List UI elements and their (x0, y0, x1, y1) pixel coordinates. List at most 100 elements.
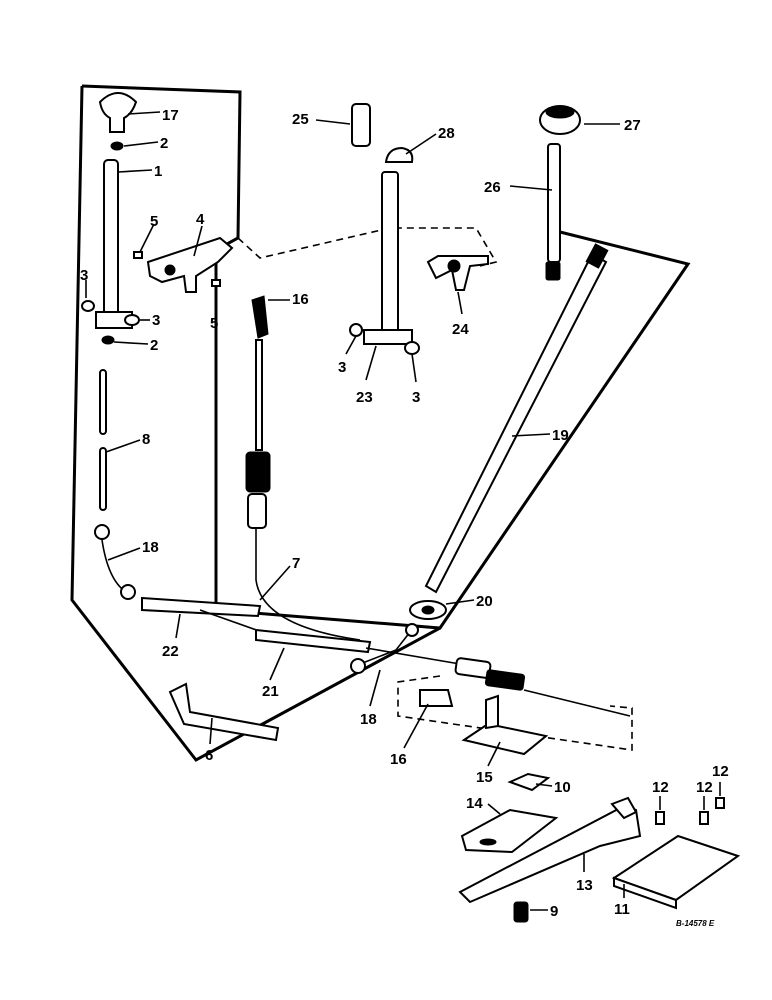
part-24-bracket (426, 255, 489, 291)
callout-9: 9 (550, 903, 558, 920)
callout-4: 4 (196, 211, 205, 228)
part-18-fitting-right (359, 631, 411, 665)
part-12-pin-b (699, 811, 709, 825)
callout-labels: 17 2 1 5 4 3 3 5 2 8 18 22 21 6 16 7 25 … (80, 107, 729, 928)
callout-25: 25 (292, 111, 309, 128)
callout-18-right: 18 (360, 711, 377, 728)
part-23-lever-rod (381, 171, 399, 333)
part-12-pin-c (715, 797, 725, 809)
part-3-bushing-d (404, 341, 420, 355)
callout-23: 23 (356, 389, 373, 406)
part-18-fitting-nut-right (350, 658, 366, 674)
part-3-bushing-a (81, 300, 95, 312)
part-20-grommet-hole (421, 605, 435, 615)
callout-12-c: 12 (712, 763, 729, 780)
drawing-number: B-14578 E (676, 919, 715, 928)
part-14-slot (479, 838, 497, 846)
callout-3-center-right: 3 (412, 389, 420, 406)
part-4-bracket-hole (164, 264, 176, 276)
part-19-rod-clip (585, 243, 609, 269)
callout-20: 20 (476, 593, 493, 610)
part-1-lever-rod (103, 159, 119, 323)
part-3-bushing-b (124, 314, 140, 326)
callout-13: 13 (576, 877, 593, 894)
cable-adjuster-right (484, 669, 526, 691)
part-3-bushing-c (349, 323, 363, 337)
callout-2-lower: 2 (150, 337, 158, 354)
callout-12-a: 12 (652, 779, 669, 796)
part-10-shim (507, 772, 551, 792)
part-7-cable-rod (255, 339, 263, 451)
callout-28: 28 (438, 125, 455, 142)
part-16-clevis-upper (251, 295, 269, 339)
part-17-knob (98, 92, 138, 133)
callout-18-left: 18 (142, 539, 159, 556)
part-24-hole (447, 259, 461, 273)
part-5-pin-lower (211, 279, 221, 287)
part-21-tube (255, 628, 372, 654)
part-28-cap (384, 146, 414, 163)
part-18-fitting-nut-top (94, 524, 110, 540)
part-27-knob-top (545, 105, 575, 119)
callout-6: 6 (205, 747, 213, 764)
part-1-crossbar (95, 311, 133, 329)
part-22-thread (199, 609, 263, 633)
dashed-group-upper (237, 227, 498, 267)
callout-17: 17 (162, 107, 179, 124)
part-18-fitting-nut-bottom (120, 584, 136, 600)
part-12-pin-a (655, 811, 665, 825)
part-2-washer-lower (101, 335, 115, 345)
part-11-plate-edge (613, 876, 677, 910)
callout-12-b: 12 (696, 779, 713, 796)
left-group-outline-lower (70, 85, 441, 762)
part-26-rod (547, 143, 561, 263)
part-23-crossbar (363, 329, 413, 345)
callout-27: 27 (624, 117, 641, 134)
part-9-screw (513, 901, 529, 923)
callout-8: 8 (142, 431, 150, 448)
part-2-washer-upper (110, 141, 124, 151)
part-22-rod (141, 596, 262, 618)
part-25-pin (351, 103, 371, 147)
cable-sleeve-right (454, 657, 492, 679)
cable-end (523, 689, 631, 717)
callout-14: 14 (466, 795, 483, 812)
callout-7: 7 (292, 555, 300, 572)
callout-11: 11 (614, 901, 630, 918)
callout-3-center-left: 3 (338, 359, 346, 376)
part-18-fitting-left (101, 539, 127, 593)
callout-10: 10 (554, 779, 571, 796)
part-16-clevis-lower (419, 689, 454, 707)
part-7-cable-bend (255, 528, 361, 641)
left-group-outline (81, 84, 691, 630)
part-7-cable-sleeve (247, 493, 267, 529)
part-14-bracket (460, 808, 559, 854)
callout-1: 1 (154, 163, 162, 180)
part-18-fitting-nut-upper (405, 623, 419, 637)
cable-long (365, 647, 461, 665)
callout-16-lower: 16 (390, 751, 407, 768)
callout-15: 15 (476, 769, 493, 786)
part-5-pin-upper (133, 251, 143, 259)
callout-21: 21 (262, 683, 279, 700)
callout-16-upper: 16 (292, 291, 309, 308)
part-8-rod-top (99, 369, 107, 435)
part-15-tab (485, 694, 499, 730)
callout-2-upper: 2 (160, 135, 168, 152)
part-6-bracket (168, 682, 280, 742)
callout-5-upper: 5 (150, 213, 158, 230)
part-7-cable-adjuster (245, 451, 271, 493)
callout-5-lower: 5 (210, 315, 218, 332)
part-15-plate (461, 722, 549, 756)
callout-24: 24 (452, 321, 469, 338)
callout-19: 19 (552, 427, 569, 444)
part-13-flange (610, 796, 638, 820)
part-26-rod-end (545, 261, 561, 281)
leader-lines (85, 111, 721, 911)
callout-3-mid: 3 (152, 312, 160, 329)
part-8-rod-bottom (99, 447, 107, 511)
callout-26: 26 (484, 179, 501, 196)
callout-3-left: 3 (80, 267, 88, 284)
callout-22: 22 (162, 643, 179, 660)
